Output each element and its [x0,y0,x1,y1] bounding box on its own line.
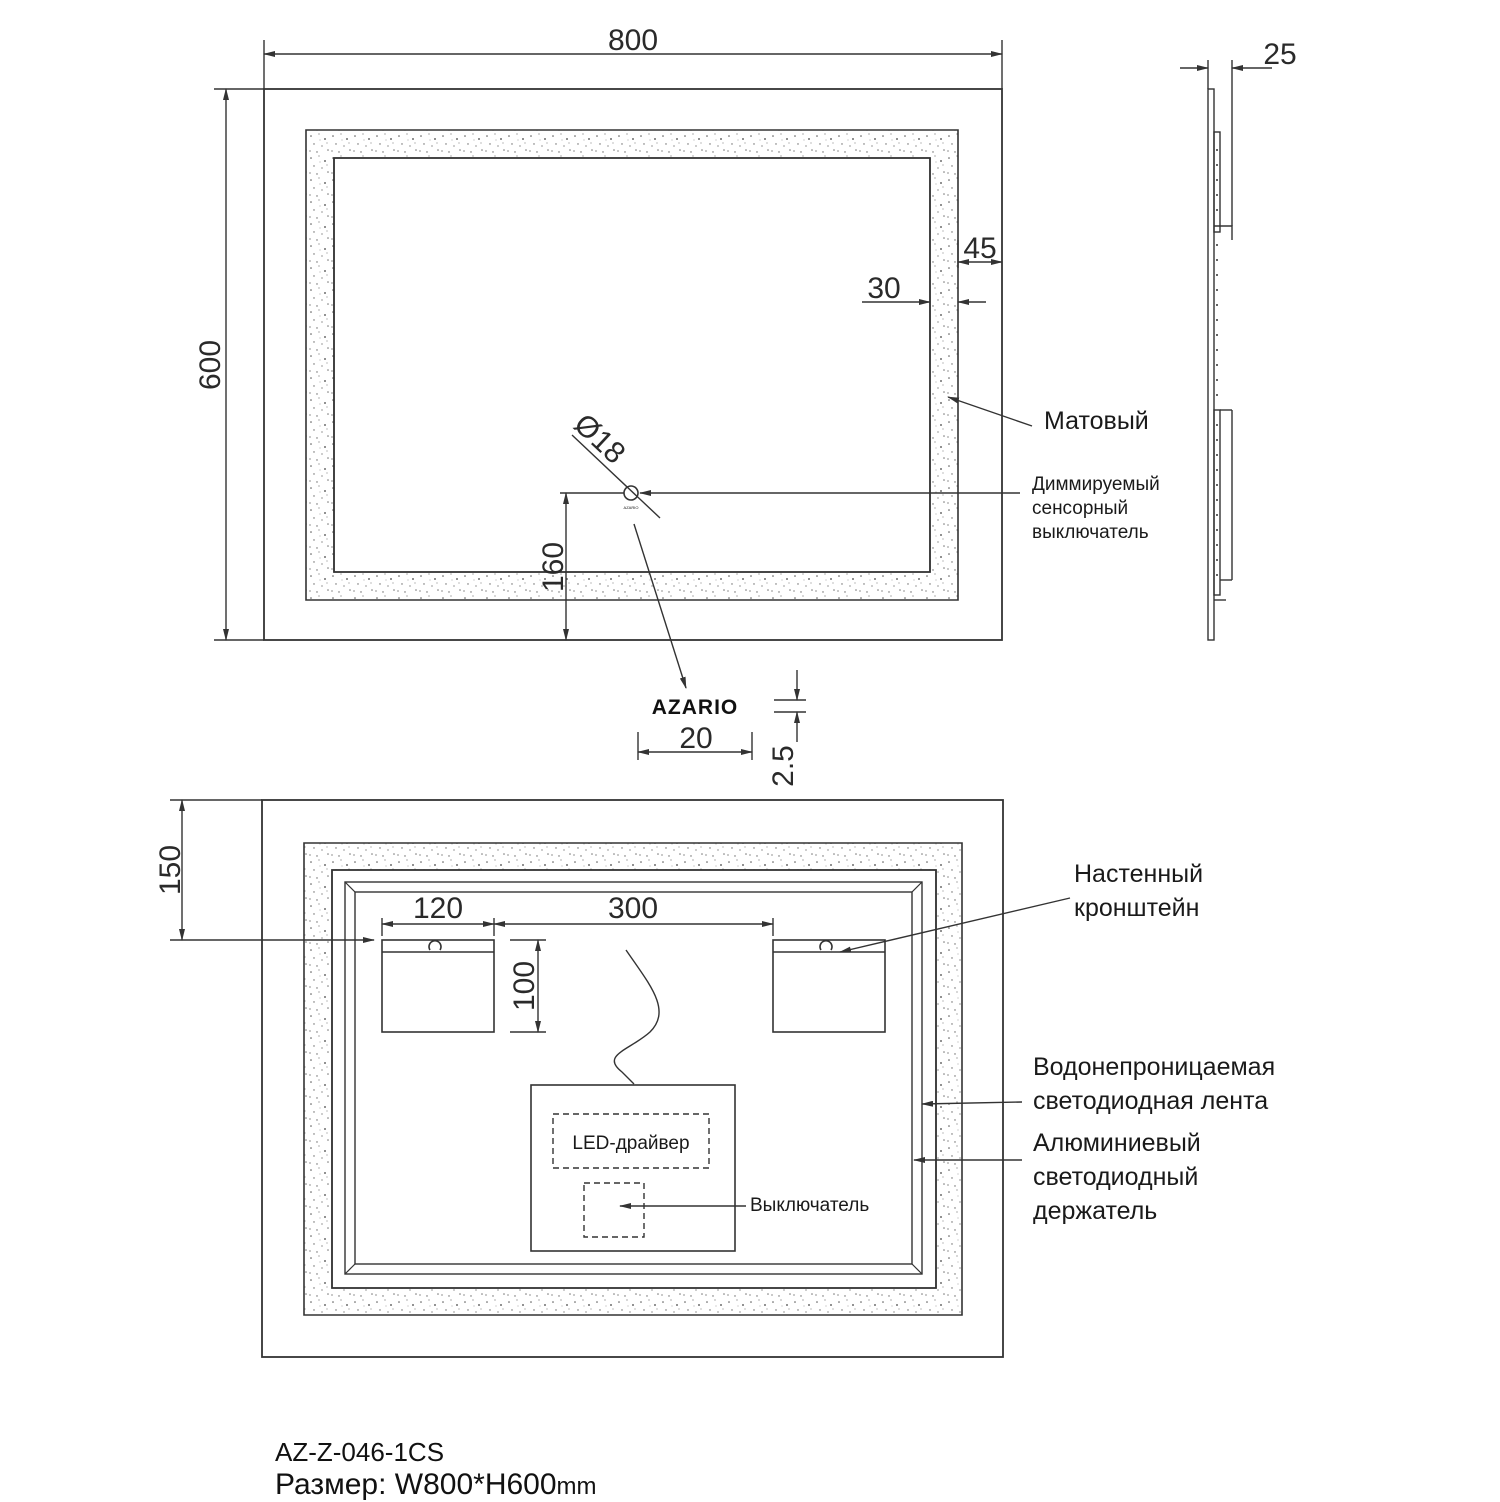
size-prefix: Размер: [275,1468,395,1501]
dim-depth [1180,60,1272,226]
dim-switch-height-label: 160 [537,542,570,592]
back-strip-ticks [344,881,923,1275]
wall-bracket-right [772,939,886,1033]
matte-leader [947,396,1033,427]
side-hook [1214,225,1233,240]
dim-front-height [214,88,264,641]
waterproof-strip-leader [921,1100,1023,1107]
led-driver-label: LED-драйвер [572,1133,689,1154]
wall-bracket-leader [839,897,1071,953]
touch-switch [560,434,1020,519]
wall-bracket-label-1: Настенный [1074,860,1203,888]
dim-depth-label: 25 [1263,38,1296,71]
dimmable-switch-label-3: выключатель [1032,522,1149,543]
dimmable-switch-label-1: Диммируемый [1032,474,1160,495]
waterproof-strip-label-2: светодиодная лента [1033,1087,1268,1115]
dim-inner-offset-label: 30 [867,272,900,305]
dim-back-bracket-drop-label: 150 [154,845,187,895]
matte-label: Матовый [1044,407,1149,435]
dim-front-width [263,40,1003,89]
dim-logo-height [774,670,806,742]
logo-leader [633,523,687,689]
front-clear-mirror [333,157,931,573]
dim-front-width-label: 800 [608,24,658,57]
side-view [1207,88,1233,641]
wall-bracket-left [381,939,495,1033]
aluminium-holder-label-2: светодиодный [1033,1163,1198,1191]
power-cable [613,949,660,1085]
side-upper-bracket [1213,131,1221,233]
dim-back-bracket-drop [170,799,375,943]
dim-bracket-spacing-label: 300 [608,892,658,925]
dim-front-height-label: 600 [194,340,227,390]
switch-box [583,1182,645,1238]
wall-bracket-right-hook [819,939,833,951]
dim-switch-diameter-label: Ø18 [567,408,631,471]
dim-logo-height-label: 2.5 [767,745,800,787]
dim-bracket-spacing [493,918,774,936]
size-unit: mm [556,1473,597,1500]
size-value: W800*H600 [394,1468,557,1501]
front-frosted-band [305,129,959,601]
dim-frosted-band-label: 45 [963,232,996,265]
waterproof-led-strip [354,891,913,1265]
dim-logo-width-label: 20 [679,722,712,755]
aluminium-holder-label-1: Алюминиевый [1033,1129,1201,1157]
dim-frosted-band [957,240,1003,268]
side-lower-bracket [1213,409,1221,596]
led-driver-box [552,1113,710,1169]
front-view [263,88,1003,641]
waterproof-strip-label-1: Водонепроницаемая [1033,1053,1275,1081]
front-mirror-outline [263,88,1003,641]
azario-logo: AZARIO [652,696,739,719]
aluminium-holder-label-3: держатель [1033,1197,1157,1225]
aluminium-led-holder [344,881,923,1275]
wall-bracket-left-hook [428,939,442,951]
dim-logo-width [637,732,753,760]
back-inner-panel [331,869,937,1289]
dim-bracket-width-label: 120 [413,892,463,925]
touch-switch-icon [623,485,639,501]
side-profile [1207,88,1215,641]
model-number: AZ-Z-046-1CS [275,1437,445,1467]
wall-bracket-label-2: кронштейн [1074,894,1199,922]
switch-label: Выключатель [750,1195,869,1216]
back-mirror-outline [261,799,1004,1358]
side-led-dots [1216,149,1218,576]
switch-brand-mini: AZARIO [624,505,639,510]
dim-bracket-height-label: 100 [508,961,541,1011]
back-view [261,799,1004,1358]
control-box [530,1084,736,1252]
dim-bracket-height [510,939,546,1033]
size-line: Размер: W800*H600mm [275,1468,597,1502]
dimmable-switch-label-2: сенсорный [1032,498,1128,519]
